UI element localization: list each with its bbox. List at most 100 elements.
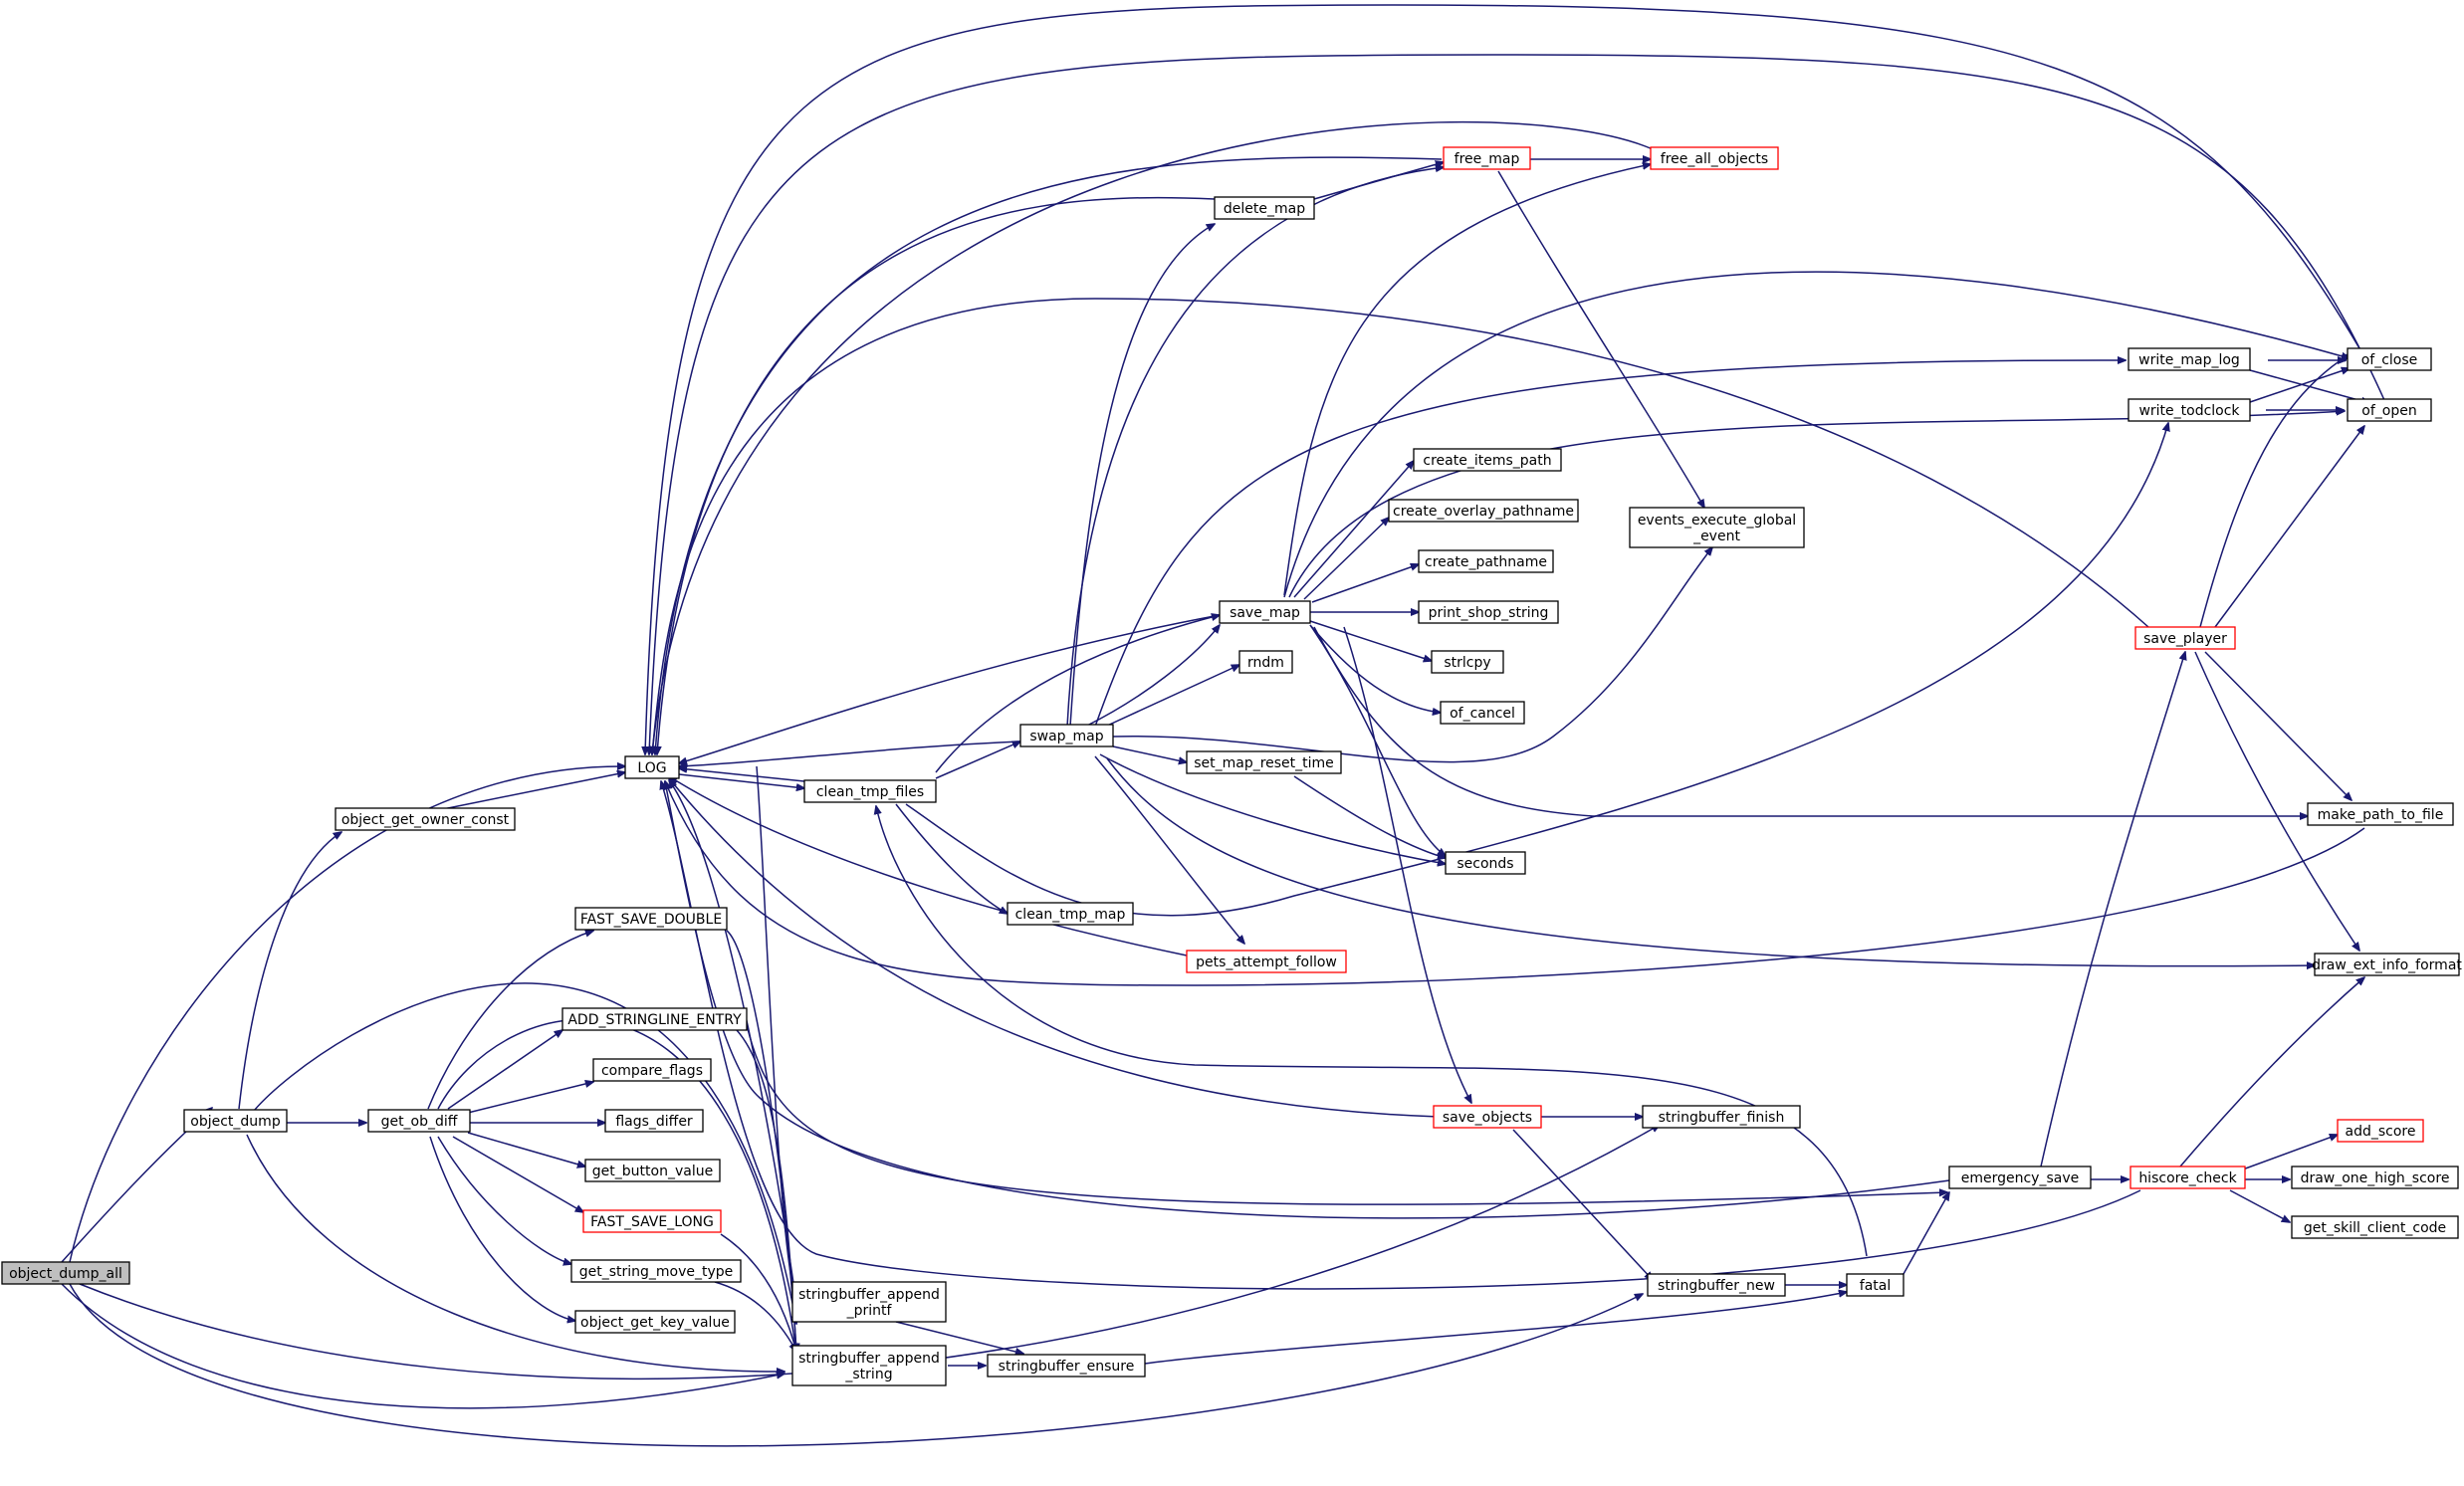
node-ADD-STRINGLINE-ENTRY[interactable]: ADD_STRINGLINE_ENTRY: [561, 1007, 748, 1031]
node-box[interactable]: [2134, 626, 2236, 650]
node-get-ob-diff[interactable]: get_ob_diff: [367, 1109, 471, 1133]
node-box[interactable]: [592, 1058, 712, 1082]
node-box[interactable]: [2314, 953, 2460, 976]
node-FAST-SAVE-DOUBLE[interactable]: FAST_SAVE_DOUBLE: [574, 907, 728, 931]
node-box[interactable]: [2129, 1166, 2246, 1189]
node-box[interactable]: [1431, 650, 1504, 674]
node-box[interactable]: [791, 1281, 947, 1323]
node-object-get-owner-const[interactable]: object_get_owner_const: [335, 807, 516, 831]
node-box[interactable]: [2307, 802, 2454, 826]
node-box[interactable]: [987, 1354, 1146, 1378]
node-swap-map[interactable]: swap_map: [1019, 724, 1114, 747]
node-box[interactable]: [1007, 902, 1134, 926]
node-box[interactable]: [2291, 1166, 2459, 1189]
node-box[interactable]: [1642, 1105, 1801, 1129]
node-LOG[interactable]: LOG: [624, 755, 680, 779]
node-box[interactable]: [584, 1159, 721, 1182]
node-events-execute-global-event[interactable]: events_execute_global_event: [1629, 507, 1805, 548]
node-box[interactable]: [574, 907, 728, 931]
node-flags-differ[interactable]: flags_differ: [604, 1109, 704, 1133]
node-box[interactable]: [1443, 146, 1531, 170]
node-box[interactable]: [1433, 1105, 1542, 1129]
node-hiscore-check[interactable]: hiscore_check: [2129, 1166, 2246, 1189]
node-box[interactable]: [624, 755, 680, 779]
node-box[interactable]: [2337, 1119, 2424, 1143]
node-clean-tmp-files[interactable]: clean_tmp_files: [803, 779, 937, 803]
node-rndm[interactable]: rndm: [1238, 650, 1293, 674]
node-box[interactable]: [803, 779, 937, 803]
node-save-map[interactable]: save_map: [1219, 600, 1311, 624]
node-get-button-value[interactable]: get_button_value: [584, 1159, 721, 1182]
node-box[interactable]: [1440, 701, 1525, 725]
node-draw-ext-info-format[interactable]: draw_ext_info_format: [2312, 953, 2462, 976]
node-box[interactable]: [1214, 196, 1315, 220]
node-box[interactable]: [1019, 724, 1114, 747]
node-stringbuffer-new[interactable]: stringbuffer_new: [1647, 1273, 1786, 1297]
node-box[interactable]: [367, 1109, 471, 1133]
node-box[interactable]: [183, 1109, 288, 1133]
node-box[interactable]: [2347, 398, 2432, 422]
node-seconds[interactable]: seconds: [1445, 851, 1526, 875]
node-box[interactable]: [1186, 750, 1342, 774]
node-of-cancel[interactable]: of_cancel: [1440, 701, 1525, 725]
node-create-pathname[interactable]: create_pathname: [1418, 549, 1554, 573]
node-make-path-to-file[interactable]: make_path_to_file: [2307, 802, 2454, 826]
node-stringbuffer-append-printf[interactable]: stringbuffer_append_printf: [791, 1281, 947, 1323]
node-box[interactable]: [604, 1109, 704, 1133]
node-box[interactable]: [335, 807, 516, 831]
node-object-dump-all[interactable]: object_dump_all: [1, 1261, 130, 1285]
node-clean-tmp-map[interactable]: clean_tmp_map: [1007, 902, 1134, 926]
node-box[interactable]: [1650, 146, 1779, 170]
node-free-map[interactable]: free_map: [1443, 146, 1531, 170]
node-free-all-objects[interactable]: free_all_objects: [1650, 146, 1779, 170]
node-get-string-move-type[interactable]: get_string_move_type: [570, 1259, 742, 1283]
node-draw-one-high-score[interactable]: draw_one_high_score: [2291, 1166, 2459, 1189]
node-stringbuffer-finish[interactable]: stringbuffer_finish: [1642, 1105, 1801, 1129]
node-delete-map[interactable]: delete_map: [1214, 196, 1315, 220]
node-box[interactable]: [561, 1007, 748, 1031]
node-write-todclock[interactable]: write_todclock: [2128, 398, 2251, 422]
node-create-overlay-pathname[interactable]: create_overlay_pathname: [1388, 499, 1579, 523]
node-emergency-save[interactable]: emergency_save: [1948, 1166, 2092, 1189]
node-of-close[interactable]: of_close: [2347, 347, 2432, 371]
node-box[interactable]: [574, 1310, 736, 1334]
node-box[interactable]: [1186, 950, 1347, 973]
node-box[interactable]: [1413, 448, 1562, 472]
node-box[interactable]: [1238, 650, 1293, 674]
node-print-shop-string[interactable]: print_shop_string: [1418, 600, 1559, 624]
node-box[interactable]: [1219, 600, 1311, 624]
node-box[interactable]: [2128, 347, 2251, 371]
node-box[interactable]: [2291, 1215, 2459, 1239]
node-FAST-SAVE-LONG[interactable]: FAST_SAVE_LONG: [582, 1209, 722, 1233]
node-box[interactable]: [582, 1209, 722, 1233]
node-create-items-path[interactable]: create_items_path: [1413, 448, 1562, 472]
node-save-player[interactable]: save_player: [2134, 626, 2236, 650]
node-set-map-reset-time[interactable]: set_map_reset_time: [1186, 750, 1342, 774]
node-strlcpy[interactable]: strlcpy: [1431, 650, 1504, 674]
node-box[interactable]: [1647, 1273, 1786, 1297]
node-object-dump[interactable]: object_dump: [183, 1109, 288, 1133]
node-box[interactable]: [570, 1259, 742, 1283]
node-write-map-log[interactable]: write_map_log: [2128, 347, 2251, 371]
node-add-score[interactable]: add_score: [2337, 1119, 2424, 1143]
node-box[interactable]: [1846, 1273, 1904, 1297]
node-stringbuffer-ensure[interactable]: stringbuffer_ensure: [987, 1354, 1146, 1378]
node-box[interactable]: [1445, 851, 1526, 875]
node-box[interactable]: [2128, 398, 2251, 422]
node-box[interactable]: [791, 1345, 947, 1386]
node-fatal[interactable]: fatal: [1846, 1273, 1904, 1297]
node-object-get-key-value[interactable]: object_get_key_value: [574, 1310, 736, 1334]
node-stringbuffer-append-string[interactable]: stringbuffer_append_string: [791, 1345, 947, 1386]
node-box[interactable]: [2347, 347, 2432, 371]
node-get-skill-client-code[interactable]: get_skill_client_code: [2291, 1215, 2459, 1239]
node-of-open[interactable]: of_open: [2347, 398, 2432, 422]
node-box[interactable]: [1418, 600, 1559, 624]
node-compare-flags[interactable]: compare_flags: [592, 1058, 712, 1082]
node-box[interactable]: [1388, 499, 1579, 523]
node-save-objects[interactable]: save_objects: [1433, 1105, 1542, 1129]
node-box[interactable]: [1629, 507, 1805, 548]
node-box[interactable]: [1, 1261, 130, 1285]
node-pets-attempt-follow[interactable]: pets_attempt_follow: [1186, 950, 1347, 973]
node-box[interactable]: [1948, 1166, 2092, 1189]
node-box[interactable]: [1418, 549, 1554, 573]
